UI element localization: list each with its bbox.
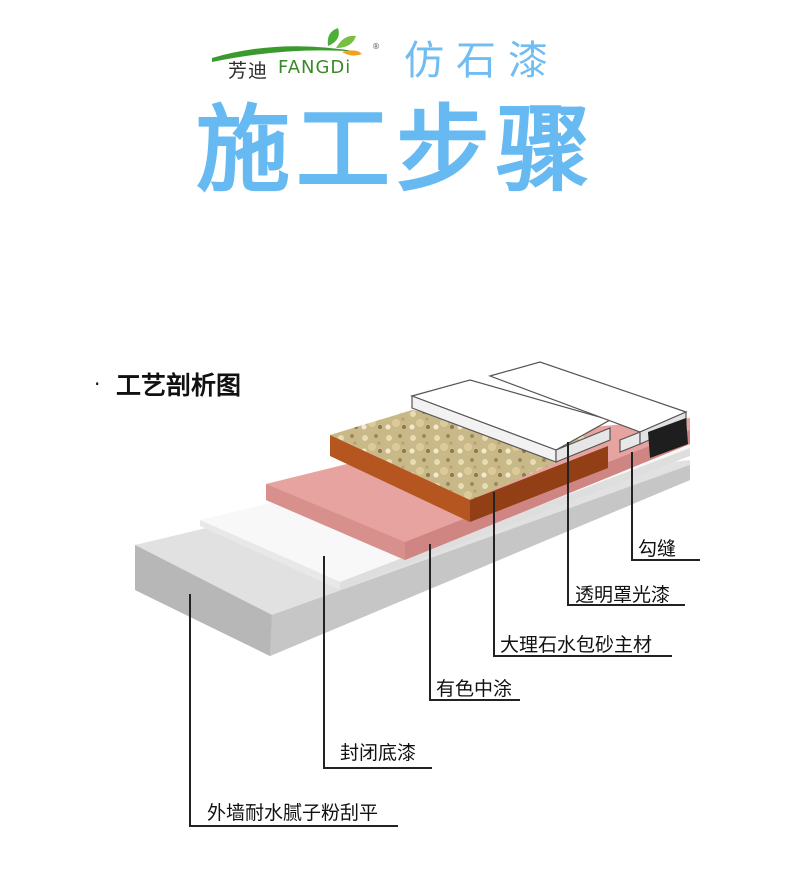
leader-lines	[189, 442, 700, 827]
brand-leaf-logo-icon	[212, 28, 362, 62]
label-sealer-primer: 封闭底漆	[340, 742, 417, 764]
leader-grout	[631, 452, 700, 561]
label-putty: 外墙耐水腻子粉刮平	[207, 802, 379, 824]
leader-putty	[189, 594, 398, 827]
section-bullet: ·	[94, 372, 101, 396]
label-clear-topcoat: 透明罩光漆	[575, 584, 671, 606]
brand-name-cn: 芳迪	[228, 60, 269, 82]
label-marble-stone: 大理石水包砂主材	[500, 634, 653, 656]
clear-topcoat-layer	[410, 361, 688, 463]
registered-mark: ®	[372, 42, 380, 51]
grout-joint	[648, 418, 688, 458]
leader-topcoat	[567, 442, 685, 606]
leader-midcoat	[429, 544, 520, 701]
leader-primer	[323, 556, 432, 769]
leader-stone	[493, 492, 672, 657]
label-mid-coat: 有色中涂	[436, 678, 513, 700]
product-name: 仿石漆	[404, 38, 560, 84]
label-grout: 勾缝	[638, 538, 677, 560]
page-title: 施工步骤	[196, 96, 597, 205]
brand-name-en: FANGDi	[278, 57, 352, 78]
section-title: 工艺剖析图	[116, 371, 242, 400]
